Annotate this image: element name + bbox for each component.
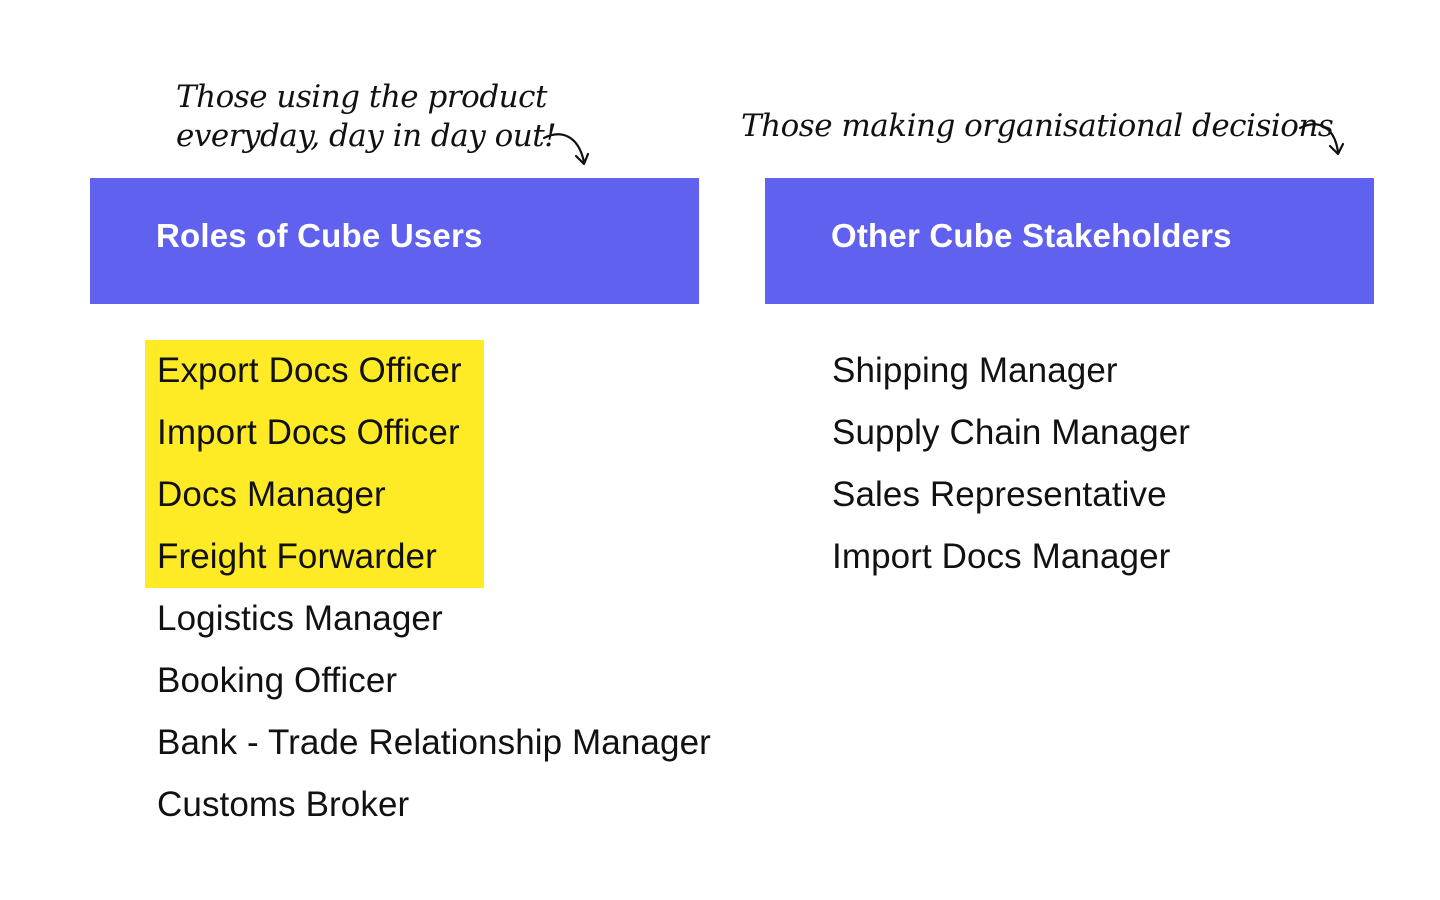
curved-arrow-down-icon <box>542 133 590 166</box>
list-item: Supply Chain Manager <box>832 413 1191 452</box>
list-item: Booking Officer <box>157 661 398 700</box>
list-item: Logistics Manager <box>157 599 443 638</box>
right-annotation: Those making organisational decisions <box>741 107 1334 146</box>
stakeholders-header: Other Cube Stakeholders <box>765 178 1374 304</box>
left-annotation-line-2: everyday, day in day out! <box>176 118 557 154</box>
list-item: Sales Representative <box>832 475 1167 514</box>
list-item: Shipping Manager <box>832 351 1118 390</box>
cube-users-header-title: Roles of Cube Users <box>156 217 483 254</box>
list-item: Import Docs Officer <box>157 413 460 452</box>
cube-users-list: Export Docs Officer Import Docs Officer … <box>157 340 711 836</box>
left-annotation-line-1: Those using the product <box>176 79 547 115</box>
list-item: Docs Manager <box>157 475 386 514</box>
list-item: Customs Broker <box>157 785 410 824</box>
left-annotation: Those using the product everyday, day in… <box>176 78 557 156</box>
list-item: Export Docs Officer <box>157 351 462 390</box>
curved-arrow-down-icon <box>1298 123 1345 156</box>
cube-users-header: Roles of Cube Users <box>90 178 699 304</box>
stakeholders-list: Shipping Manager Supply Chain Manager Sa… <box>832 340 1190 588</box>
list-item: Import Docs Manager <box>832 537 1171 576</box>
list-item: Bank - Trade Relationship Manager <box>157 723 711 762</box>
primary-users-highlight <box>145 340 484 588</box>
right-annotation-line-1: Those making organisational decisions <box>741 108 1334 144</box>
list-item: Freight Forwarder <box>157 537 437 576</box>
stakeholders-header-title: Other Cube Stakeholders <box>831 217 1232 254</box>
